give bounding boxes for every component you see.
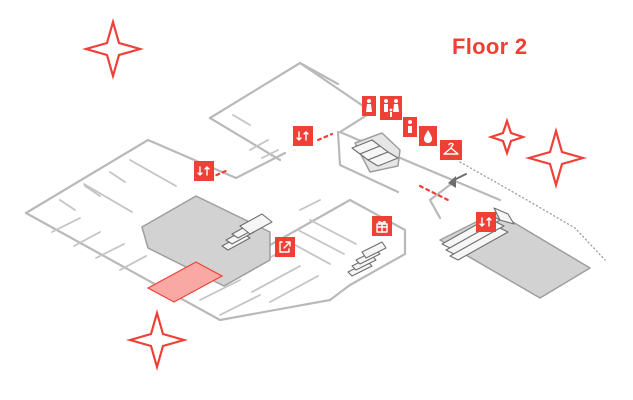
information-icon[interactable] bbox=[403, 117, 417, 137]
restroom-icon[interactable] bbox=[362, 96, 376, 116]
stairs bbox=[221, 139, 515, 277]
elevator-icon[interactable] bbox=[476, 212, 496, 232]
decorative-stars bbox=[81, 17, 588, 372]
coat-check-icon[interactable] bbox=[440, 140, 462, 160]
highlighted-room[interactable] bbox=[146, 261, 224, 303]
family-restroom-icon[interactable] bbox=[380, 96, 402, 120]
dotted-boundary bbox=[459, 161, 606, 261]
stairs-central bbox=[221, 213, 273, 251]
doorways bbox=[208, 132, 450, 202]
star-icon bbox=[524, 126, 588, 190]
stairs-lower bbox=[347, 241, 387, 277]
water-fountain-icon[interactable] bbox=[419, 126, 437, 146]
stairs-upper bbox=[351, 139, 399, 167]
signage bbox=[194, 96, 496, 257]
exit-icon[interactable] bbox=[275, 237, 295, 257]
elevator-icon[interactable] bbox=[194, 161, 214, 181]
elevator-icon[interactable] bbox=[293, 126, 313, 146]
star-icon bbox=[125, 308, 189, 372]
central-block bbox=[141, 195, 271, 287]
wall-outlines bbox=[24, 61, 502, 322]
floor-title: Floor 2 bbox=[452, 34, 528, 59]
star-icon bbox=[81, 17, 145, 81]
star-icon bbox=[487, 117, 527, 157]
escalator-arrow-icon bbox=[448, 173, 467, 188]
gift-shop-icon[interactable] bbox=[372, 216, 392, 236]
